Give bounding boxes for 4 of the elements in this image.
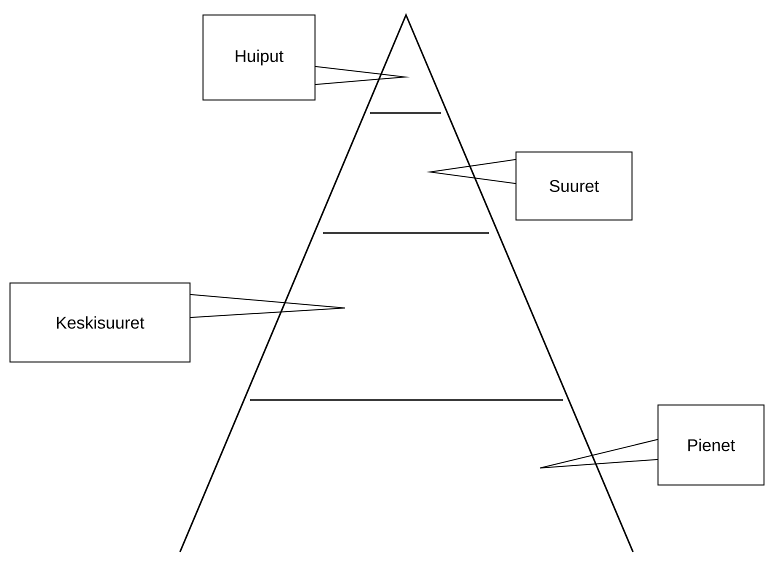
callout-box: Suuret bbox=[516, 152, 632, 220]
callout-box: Huiput bbox=[202, 14, 316, 100]
callout-box: Pienet bbox=[658, 404, 764, 486]
callout-box: Keskisuuret bbox=[10, 282, 190, 362]
